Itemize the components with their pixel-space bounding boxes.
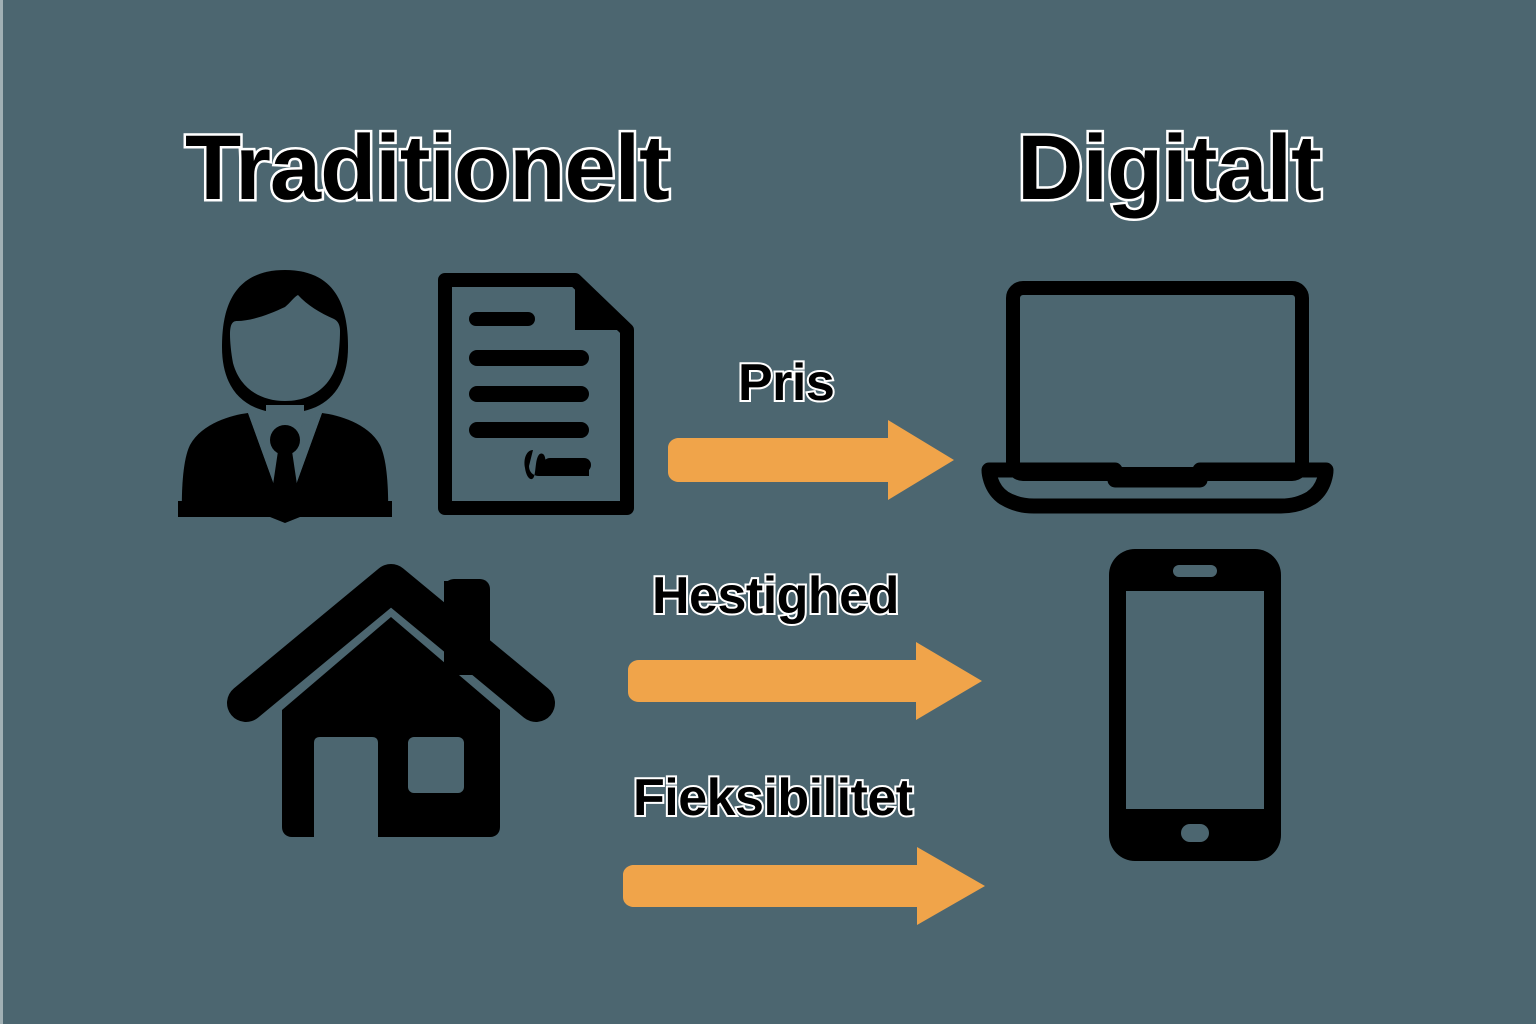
comparison-label-flexibility: Fieksibilitet (631, 769, 915, 827)
comparison-label-pris: Pris (736, 354, 837, 412)
arrow-pris (660, 420, 960, 500)
laptop-icon (981, 280, 1334, 514)
arrow-flexibility (615, 845, 995, 925)
contract-document-icon (435, 272, 635, 516)
left-edge-strip (0, 0, 3, 1024)
arrow-speed (620, 640, 990, 720)
businessman-icon (170, 265, 400, 527)
house-icon (227, 564, 555, 860)
smartphone-icon (1105, 545, 1285, 865)
heading-traditional: Traditionelt (183, 117, 673, 219)
comparison-label-speed: Hestighed (650, 567, 901, 625)
heading-digital: Digitalt (1015, 117, 1325, 219)
